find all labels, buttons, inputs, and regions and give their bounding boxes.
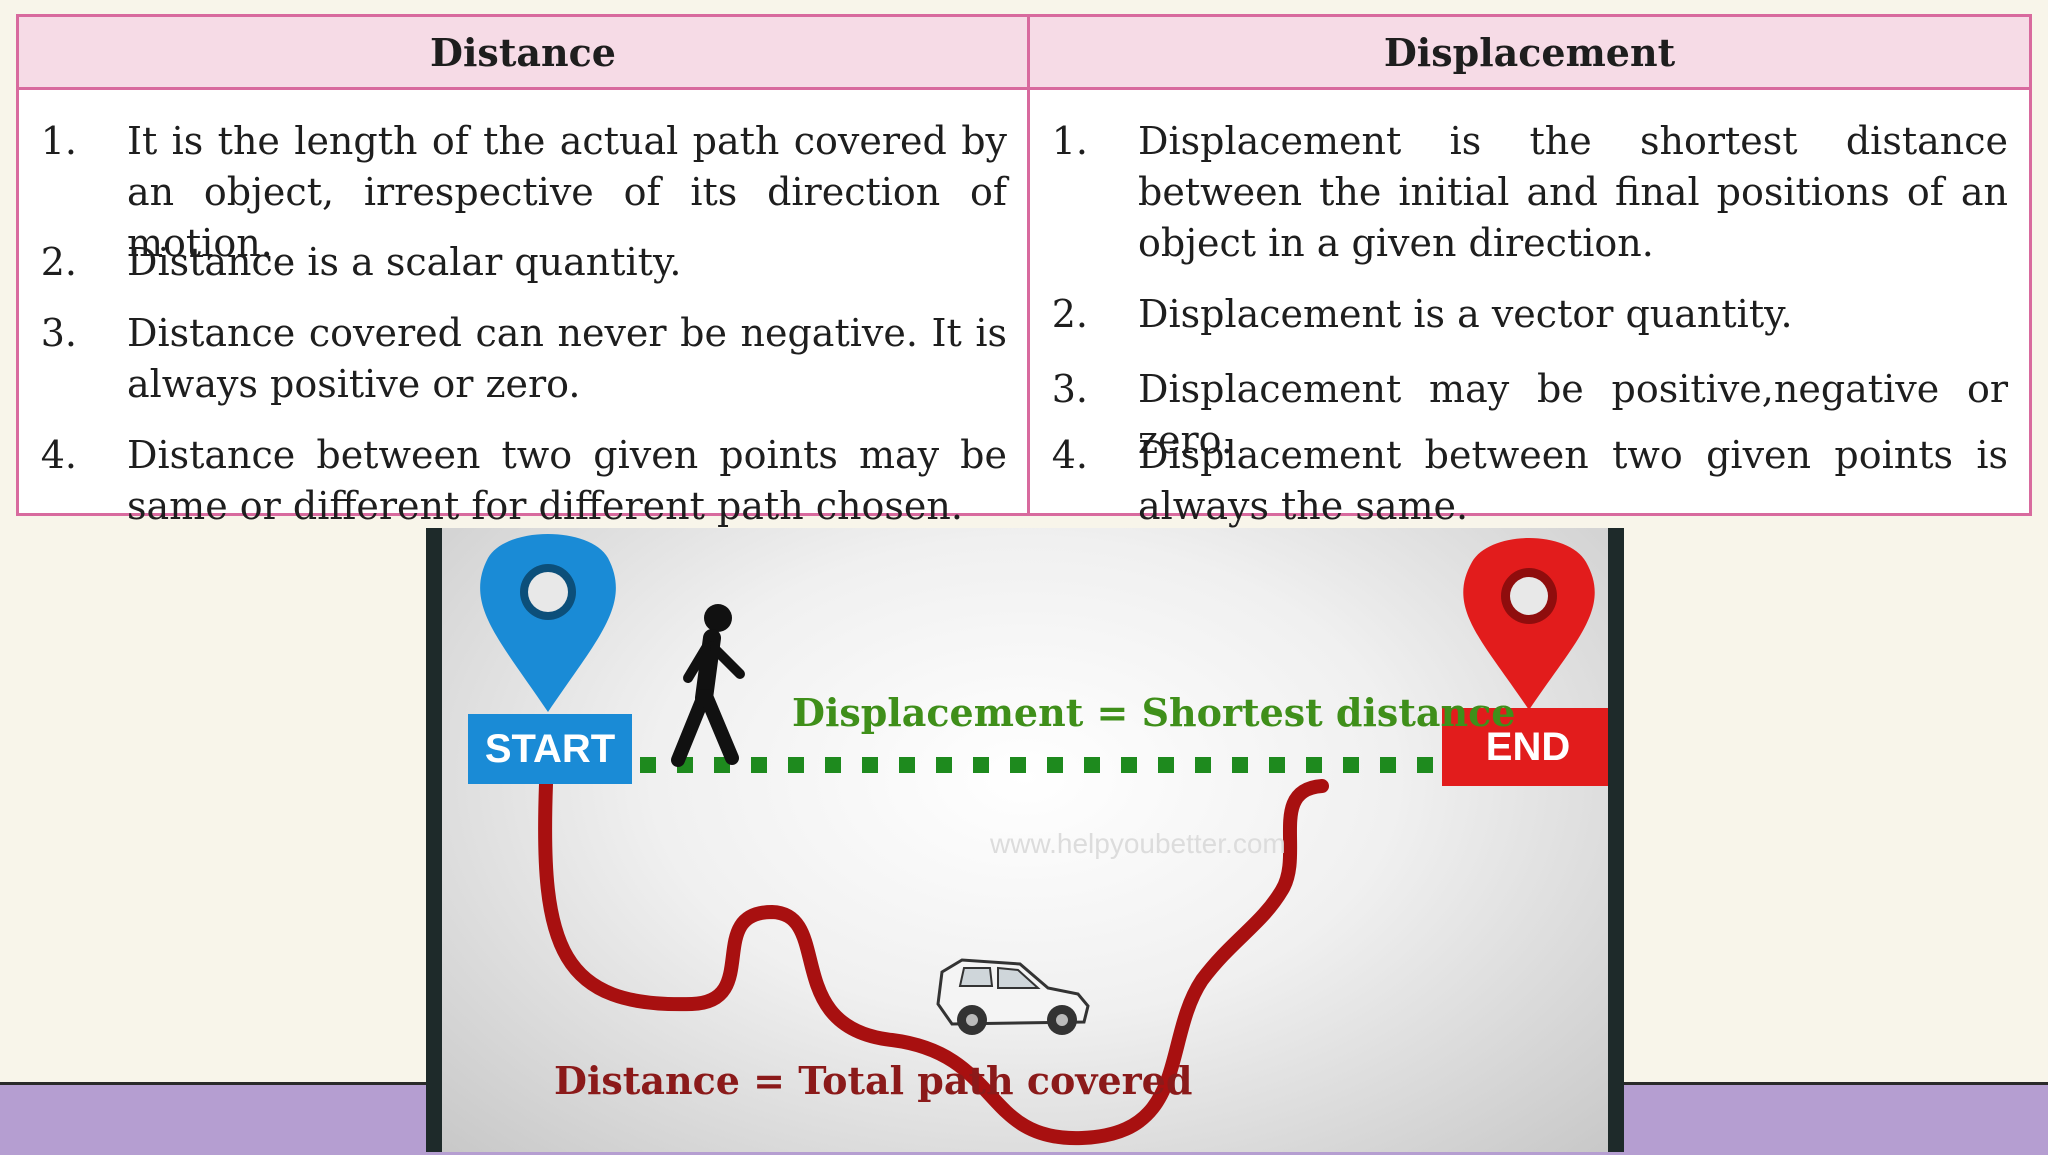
item-text: Displacement may be positive,negative or…: [1138, 367, 2008, 462]
end-pin-icon: [1463, 538, 1595, 710]
item-number: 1.: [1051, 119, 1088, 163]
watermark: www.helpyoubetter.com: [990, 828, 1286, 859]
distance-header: Distance: [19, 17, 1027, 90]
displacement-header: Displacement: [1030, 17, 2029, 90]
item-number: 3.: [40, 311, 77, 355]
walking-person-icon: [671, 604, 745, 767]
end-label: END: [1442, 708, 1608, 786]
item-number: 4.: [1051, 433, 1088, 477]
item-text: Displacement between two given points is…: [1138, 433, 2008, 528]
item-text: Distance is a scalar quantity.: [127, 240, 682, 284]
comparison-table: Distance 1. It is the length of the actu…: [16, 14, 2032, 528]
item-text: Distance covered can never be negative. …: [127, 311, 1007, 406]
item-text: It is the length of the actual path cove…: [127, 119, 1007, 265]
item-text: Displacement is the shortest distance be…: [1138, 119, 2008, 265]
item-number: 4.: [40, 433, 77, 477]
displacement-caption: Displacement = Shortest distance: [792, 690, 1516, 735]
distance-caption: Distance = Total path covered: [554, 1058, 1193, 1103]
item-number: 2.: [1051, 292, 1088, 336]
item-number: 1.: [40, 119, 77, 163]
start-label: START: [468, 714, 632, 784]
distance-column: Distance 1. It is the length of the actu…: [19, 17, 1030, 528]
item-text: Displacement is a vector quantity.: [1138, 292, 1793, 336]
item-number: 2.: [40, 240, 77, 284]
start-pin-icon: [480, 534, 616, 712]
displacement-diagram: www.helpyoubetter.com START END Displace…: [426, 528, 1624, 1152]
distance-path: [538, 777, 1329, 1146]
item-number: 3.: [1051, 367, 1088, 411]
item-text: Distance between two given points may be…: [127, 433, 1007, 528]
car-icon: [936, 958, 1090, 1035]
displacement-column: Displacement 1. Displacement is the shor…: [1030, 17, 2029, 528]
diagram-artwork: [480, 534, 1595, 1146]
